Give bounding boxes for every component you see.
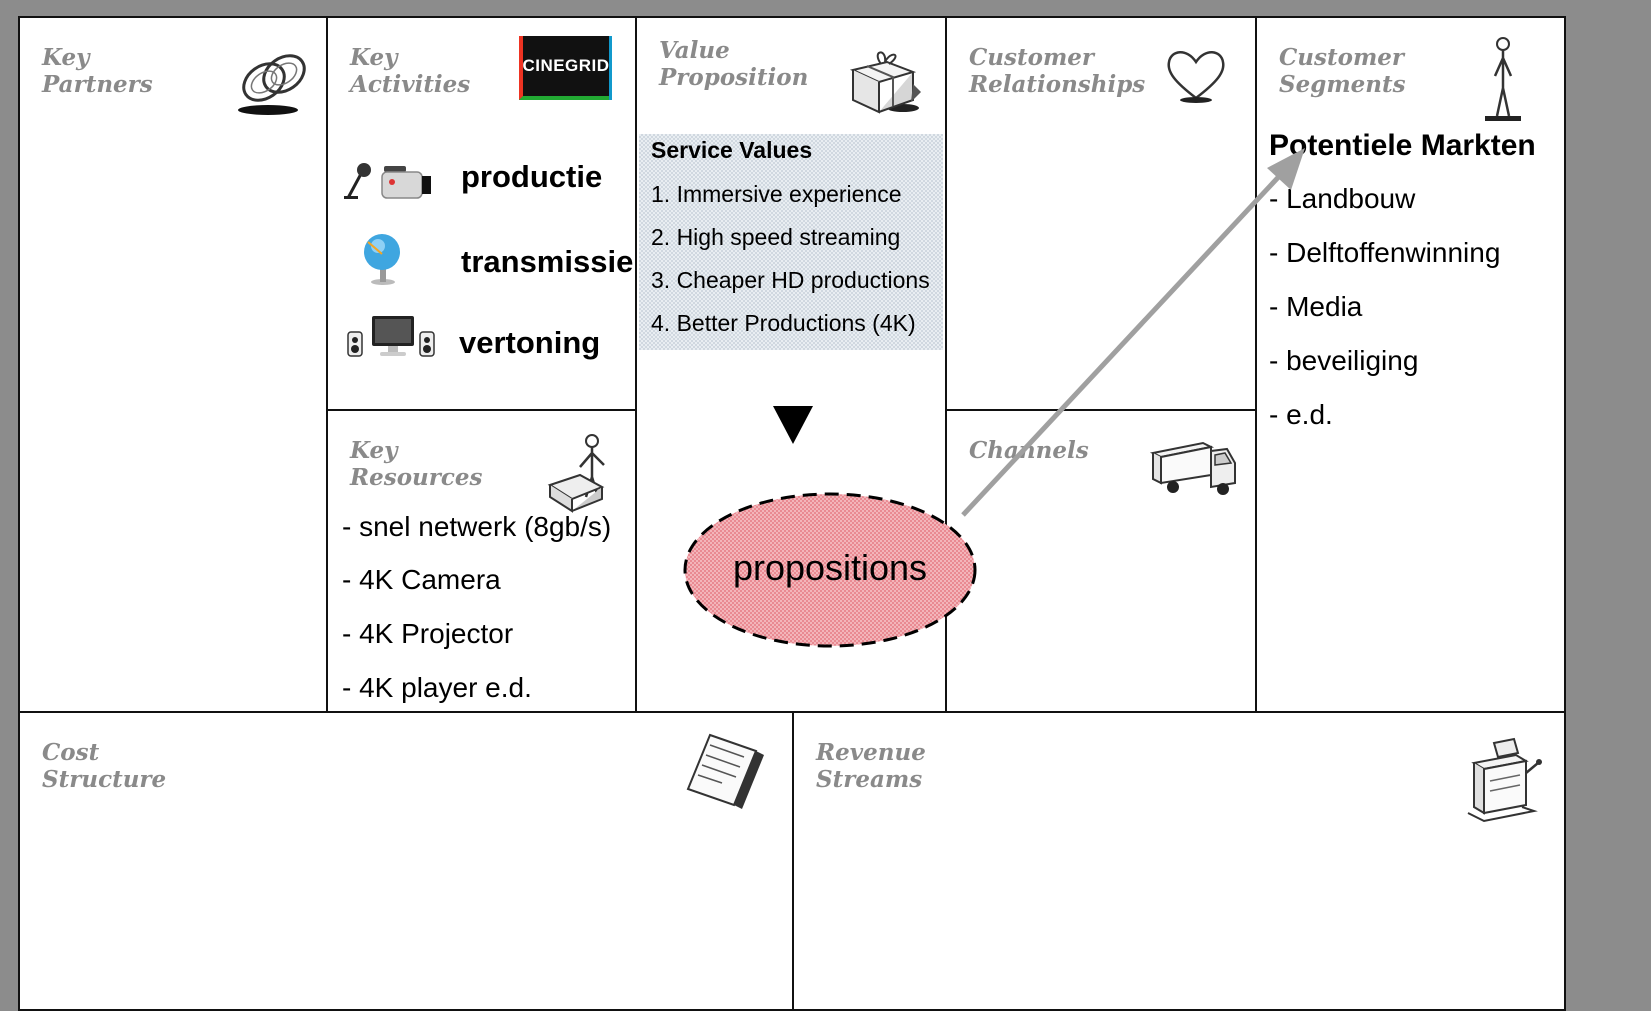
market-item: - Landbouw [1269,183,1416,214]
cost-structure-heading: Cost Structure [42,739,166,793]
truck-icon [1149,441,1236,495]
key-partners-heading-line2: Partners [42,71,153,98]
customer-segments-heading-line1: Customer [1279,44,1405,71]
market-item: - Delftoffenwinning [1269,237,1501,268]
service-value-item: 4. Better Productions (4K) [651,310,916,336]
key-partners-heading: Key Partners [42,44,153,98]
activity-label-productie: productie [461,159,603,194]
monitor-speakers-icon [347,316,435,357]
revenue-streams-heading: Revenue Streams [816,739,926,793]
channels-heading-line1: Channels [969,437,1089,464]
potential-markets-title: Potentiele Markten [1269,129,1536,162]
gift-box-icon [849,51,921,114]
market-item: - beveiliging [1269,345,1419,376]
cost-structure-heading-line1: Cost [42,739,100,766]
value-proposition-heading-line1: Value [659,37,730,64]
key-partners-heading-line1: Key [42,44,90,71]
activity-label-transmissie: transmissie [461,244,634,279]
market-item: - e.d. [1269,399,1333,430]
customer-relationships-heading-line1: Customer [969,44,1095,71]
key-activities-block: Key Activities CINEGRID productie transm… [326,16,637,411]
customer-segments-block: Customer Segments Potentiele Markten - L… [1255,16,1566,713]
key-resources-block: Key Resources - snel netwerk (8gb/s) - 4… [326,409,637,713]
key-resources-heading-line1: Key [350,437,398,464]
down-triangle-icon [773,406,813,444]
heart-icon [1167,51,1225,103]
worker-with-crate-icon [547,434,605,513]
key-activities-heading: Key Activities [350,44,470,98]
cost-structure-heading-line2: Structure [42,766,167,793]
invoice-document-icon [686,733,764,809]
key-partners-block: Key Partners [18,16,328,713]
chain-links-icon [238,54,306,115]
activity-label-vertoning: vertoning [459,325,601,360]
customer-segments-heading-line2: Segments [1279,71,1406,98]
cinegrid-logo: CINEGRID [519,36,609,100]
customer-relationships-heading-line2: Relationships [969,71,1146,98]
service-values-panel: Service Values 1. Immersive experience 2… [639,134,943,350]
satellite-dish-icon [364,234,400,285]
revenue-streams-block: Revenue Streams [792,711,1566,1011]
resource-item: - snel netwerk (8gb/s) [342,511,612,542]
customer-relationships-block: Customer Relationships [945,16,1257,411]
propositions-label: propositions [732,547,928,588]
key-resources-heading-line2: Resources [350,464,483,491]
resource-item: - 4K Projector [342,618,514,649]
service-value-item: 3. Cheaper HD productions [651,267,930,293]
customer-relationships-heading: Customer Relationships [969,44,1145,98]
key-activities-heading-line1: Key [350,44,398,71]
service-values-title: Service Values [651,137,813,163]
value-proposition-heading-line2: Proposition [659,64,809,91]
market-item: - Media [1269,291,1363,322]
channels-heading: Channels [969,437,1089,464]
resource-item: - 4K player e.d. [342,672,532,703]
resource-item: - 4K Camera [342,564,501,595]
revenue-streams-heading-line2: Streams [816,766,923,793]
service-value-item: 2. High speed streaming [651,224,901,250]
key-activities-heading-line2: Activities [350,71,471,98]
value-proposition-block: Value Proposition Service Values 1. Imme… [635,16,947,713]
cost-structure-block: Cost Structure [18,711,794,1011]
service-value-item: 1. Immersive experience [651,181,902,207]
customer-segments-heading: Customer Segments [1279,44,1406,98]
channels-block: Channels [945,409,1257,713]
key-resources-heading: Key Resources [350,437,482,491]
cash-register-icon [1467,737,1542,823]
camera-icon [344,163,431,199]
value-proposition-heading: Value Proposition [659,37,808,91]
standing-person-icon [1485,37,1521,121]
revenue-streams-heading-line1: Revenue [816,739,926,766]
